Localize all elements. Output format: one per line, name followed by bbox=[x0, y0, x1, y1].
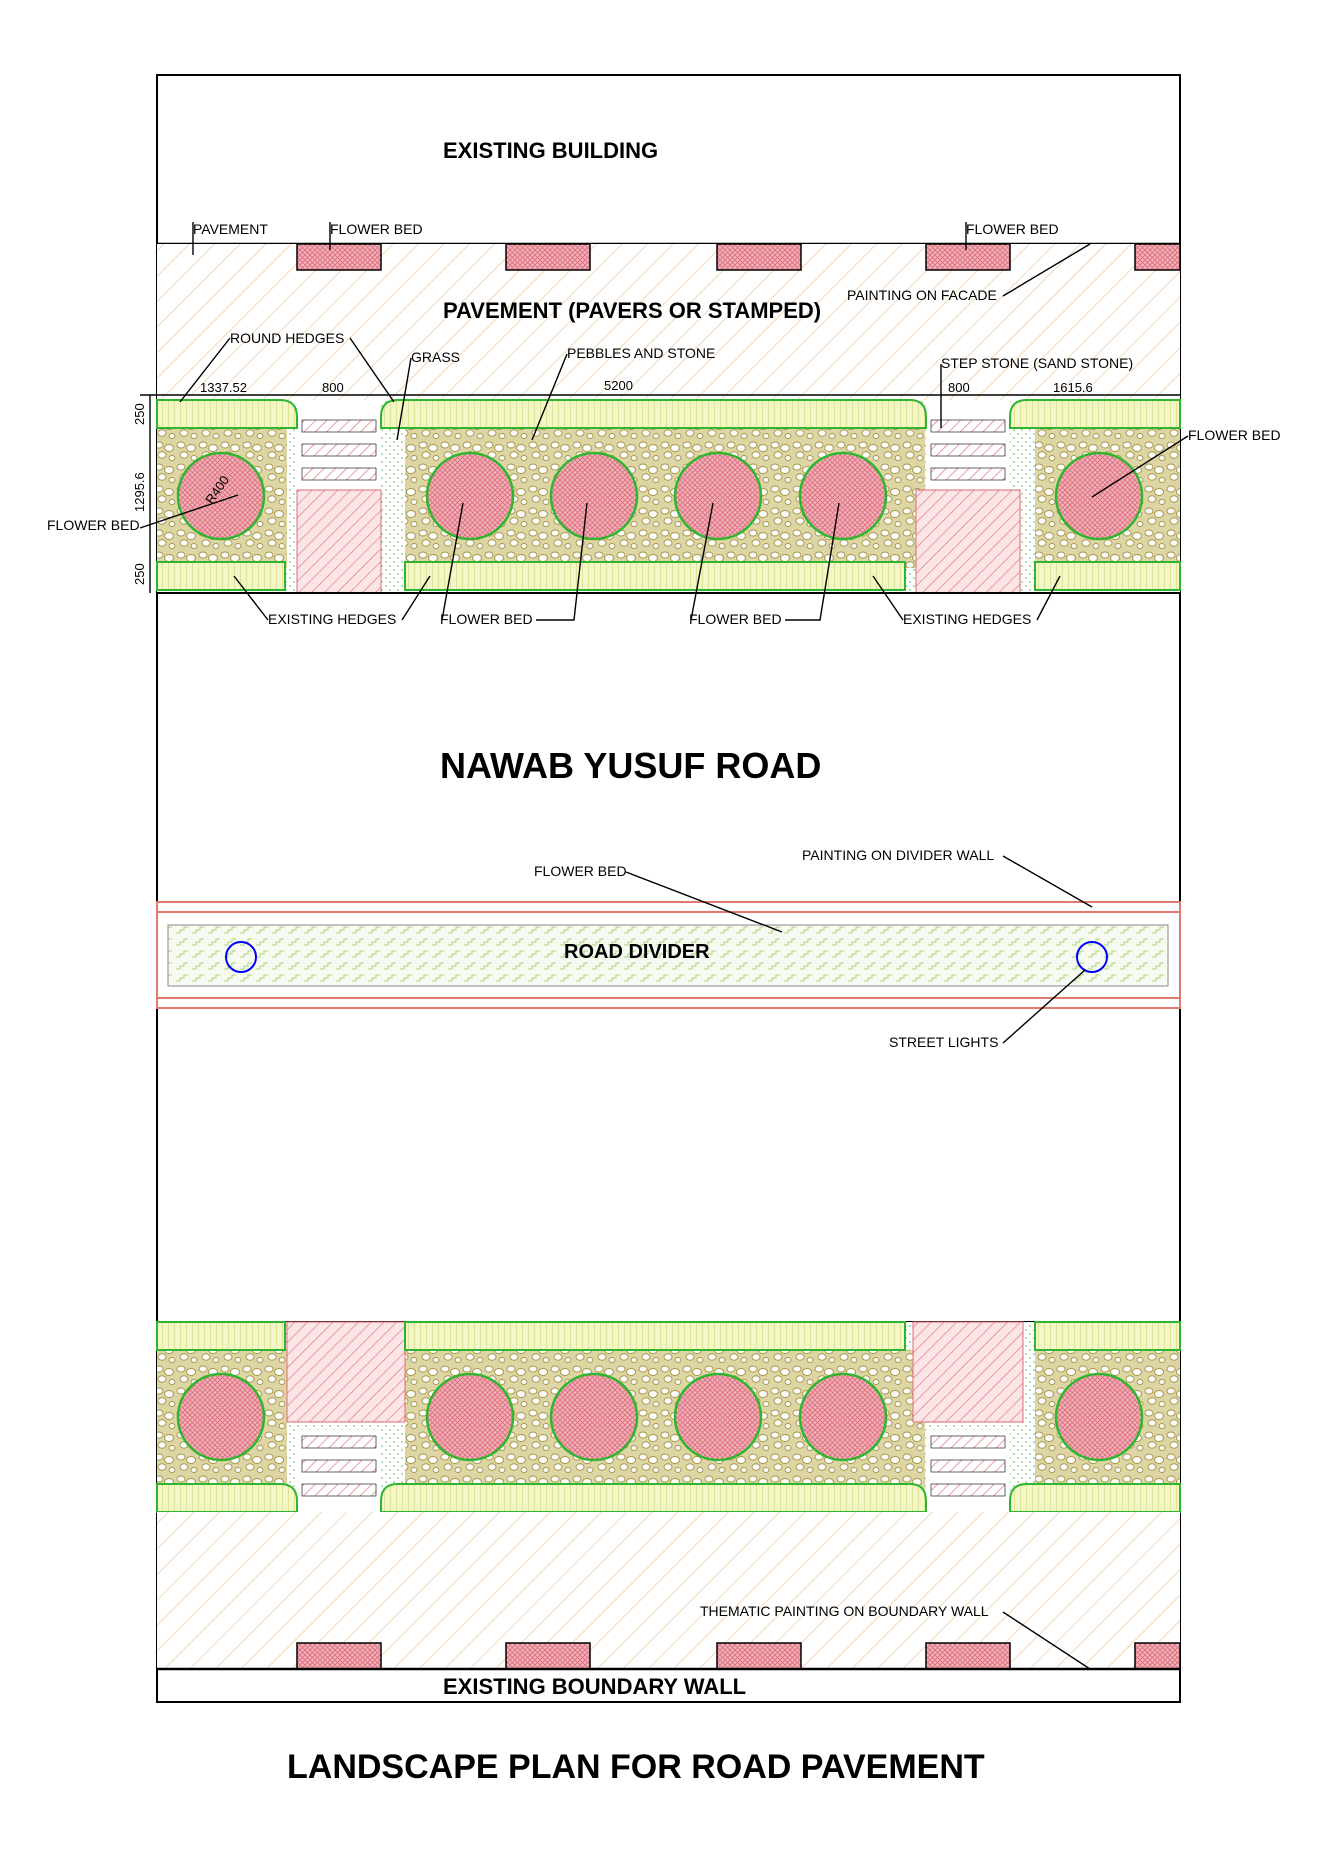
dim-5200: 5200 bbox=[604, 378, 633, 393]
painting-on-divider-label: PAINTING ON DIVIDER WALL bbox=[802, 847, 994, 863]
dim-v250-b: 250 bbox=[132, 563, 147, 585]
flower-bed-label-4: FLOWER BED bbox=[689, 611, 782, 627]
divider-flower-bed-label: FLOWER BED bbox=[534, 863, 627, 879]
dim-v250-a: 250 bbox=[132, 403, 147, 425]
bottom-landscape-strip bbox=[156, 1321, 1181, 1513]
street-light-right bbox=[1076, 941, 1108, 973]
thematic-painting-label: THEMATIC PAINTING ON BOUNDARY WALL bbox=[700, 1603, 989, 1619]
street-lights-label: STREET LIGHTS bbox=[889, 1034, 998, 1050]
dim-1615: 1615.6 bbox=[1053, 380, 1093, 395]
step-stone-label: STEP STONE (SAND STONE) bbox=[941, 355, 1133, 371]
flower-bed-label-3: FLOWER BED bbox=[440, 611, 533, 627]
flower-bed-label-2: FLOWER BED bbox=[966, 221, 1059, 237]
road-name-label: NAWAB YUSUF ROAD bbox=[440, 745, 821, 786]
top-facade-flower-beds bbox=[296, 243, 1181, 271]
dim-v1295: 1295.6 bbox=[132, 472, 147, 512]
existing-hedges-label-2: EXISTING HEDGES bbox=[903, 611, 1031, 627]
top-landscape-strip bbox=[156, 399, 1181, 594]
dim-800-a: 800 bbox=[322, 380, 344, 395]
bottom-wall-flower-beds bbox=[296, 1642, 1181, 1670]
painting-on-facade-label: PAINTING ON FACADE bbox=[847, 287, 997, 303]
dim-800-b: 800 bbox=[948, 380, 970, 395]
pebbles-and-stone-label: PEBBLES AND STONE bbox=[567, 345, 715, 361]
road-divider-label: ROAD DIVIDER bbox=[564, 941, 710, 963]
street-light-left bbox=[225, 941, 257, 973]
existing-hedges-label-1: EXISTING HEDGES bbox=[268, 611, 396, 627]
existing-building-label: EXISTING BUILDING bbox=[443, 138, 658, 163]
dim-1337: 1337.52 bbox=[200, 380, 247, 395]
round-hedges-label: ROUND HEDGES bbox=[230, 330, 344, 346]
flower-bed-label-right: FLOWER BED bbox=[1188, 427, 1281, 443]
flower-bed-label-left: FLOWER BED bbox=[47, 517, 140, 533]
pavement-pavers-label: PAVEMENT (PAVERS OR STAMPED) bbox=[443, 298, 821, 323]
existing-boundary-wall-label: EXISTING BOUNDARY WALL bbox=[443, 1674, 746, 1699]
drawing-title: LANDSCAPE PLAN FOR ROAD PAVEMENT bbox=[287, 1748, 985, 1786]
flower-bed-label-1: FLOWER BED bbox=[330, 221, 423, 237]
road-divider bbox=[156, 901, 1181, 1009]
pavement-label: PAVEMENT bbox=[193, 221, 268, 237]
grass-label: GRASS bbox=[411, 349, 460, 365]
